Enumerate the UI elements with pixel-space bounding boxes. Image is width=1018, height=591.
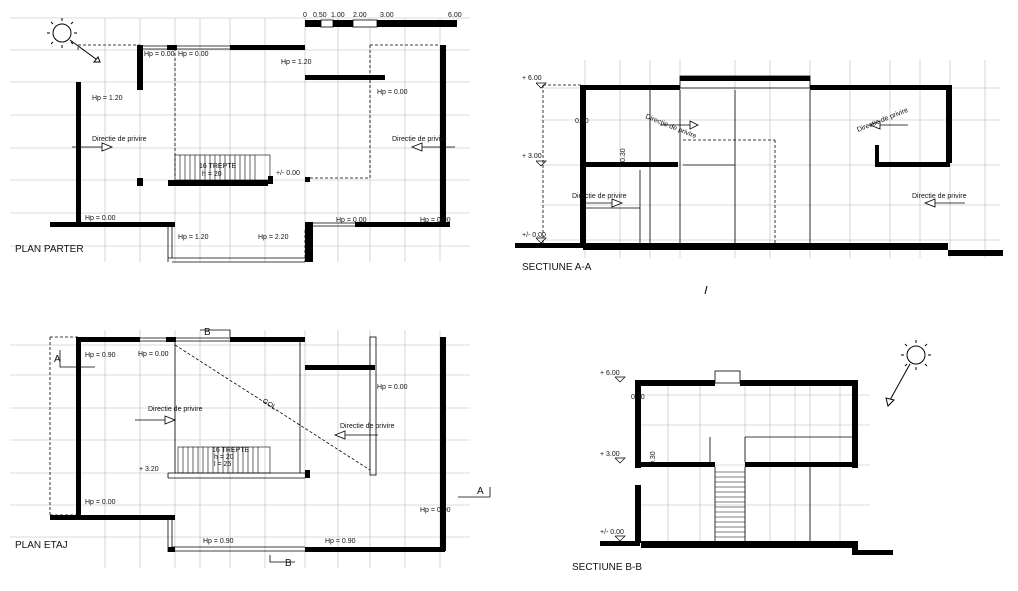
view-dir-ground-left: Directie de privire bbox=[92, 136, 147, 143]
upper-floor-plan: Hp = 0.90 Hp = 0.00 Hp = 0.00 Hp = 0.00 … bbox=[15, 327, 491, 569]
hp-label-ground-7: Hp = 1.20 bbox=[178, 234, 209, 241]
stairs-length-upper: l = 25 bbox=[214, 461, 231, 468]
dim-bb-1: 0.30 bbox=[631, 394, 645, 401]
hp-label-ground-3: Hp = 1.20 bbox=[92, 95, 123, 102]
void-label: GOL bbox=[261, 398, 277, 412]
scale-300: 3.00 bbox=[380, 12, 394, 19]
scale-0: 0 bbox=[303, 12, 307, 19]
stairs-height-upper: h = 20 bbox=[214, 454, 234, 461]
grid-upper-plan bbox=[10, 330, 470, 568]
section-aa-title: SECTIUNE A-A bbox=[522, 262, 592, 273]
view-dir-aa-right: Directie de privire bbox=[912, 193, 967, 200]
scale-100: 1.00 bbox=[331, 12, 345, 19]
hp-label-ground-9: Hp = 0.00 bbox=[336, 217, 367, 224]
hp-label-ground-2: Hp = 0.00 bbox=[178, 51, 209, 58]
level-bb-mid: + 3.00 bbox=[600, 451, 620, 458]
scale-600: 6.00 bbox=[448, 12, 462, 19]
hp-label-ground-6: Hp = 0.00 bbox=[85, 215, 116, 222]
scale-050: 0.50 bbox=[313, 12, 327, 19]
level-bb-bottom: +/- 0.00 bbox=[600, 529, 624, 536]
hp-label-ground-1: Hp = 0.00 bbox=[144, 51, 175, 58]
level-upper: + 3.20 bbox=[139, 466, 159, 473]
view-dir-aa-left: Directie de privire bbox=[572, 193, 627, 200]
hp-label-ground-4: Hp = 1.20 bbox=[281, 59, 312, 66]
upper-plan-title: PLAN ETAJ bbox=[15, 540, 68, 551]
scale-bar: 0 0.50 1.00 2.00 3.00 6.00 bbox=[303, 12, 462, 28]
level-aa-top: + 6.00 bbox=[522, 75, 542, 82]
hp-label-upper-7: Hp = 0.90 bbox=[325, 538, 356, 545]
view-dir-aa-mid-right: Directie de privire bbox=[856, 107, 909, 134]
stairs-label-ground: 16 TREPTE bbox=[199, 163, 237, 170]
dim-aa-2: 0.30 bbox=[620, 148, 627, 162]
ground-floor-plan: Hp = 0.00 Hp = 0.00 Hp = 1.20 Hp = 1.20 … bbox=[15, 44, 455, 263]
hp-label-ground-10: Hp = 0.00 bbox=[420, 217, 451, 224]
hp-label-ground-8: Hp = 2.20 bbox=[258, 234, 289, 241]
section-marker-b-bottom: B bbox=[285, 558, 292, 569]
level-aa-mid: + 3.00 bbox=[522, 153, 542, 160]
level-aa-bottom: +/- 0.00 bbox=[522, 232, 546, 239]
hp-label-upper-5: Hp = 0.00 bbox=[420, 507, 451, 514]
section-marker-a-right: A bbox=[477, 486, 484, 497]
hp-label-ground-5: Hp = 0.00 bbox=[377, 89, 408, 96]
dim-aa-1: 0.30 bbox=[575, 118, 589, 125]
section-marker-b-top: B bbox=[204, 327, 211, 338]
hp-label-upper-3: Hp = 0.00 bbox=[377, 384, 408, 391]
stray-mark bbox=[704, 285, 708, 295]
section-bb-title: SECTIUNE B-B bbox=[572, 562, 642, 573]
stairs-height-ground: h = 20 bbox=[202, 171, 222, 178]
section-bb: + 6.00 + 3.00 +/- 0.00 0.30 0.30 SECTIUN… bbox=[572, 370, 893, 573]
sun-icon bbox=[47, 18, 101, 63]
dim-bb-2: 0.30 bbox=[650, 451, 657, 465]
ground-plan-title: PLAN PARTER bbox=[15, 244, 84, 255]
view-dir-upper-left: Directie de privire bbox=[148, 406, 203, 413]
hp-label-upper-2: Hp = 0.00 bbox=[138, 351, 169, 358]
sun-icon-section-bb bbox=[885, 340, 931, 407]
section-marker-a-left: A bbox=[54, 354, 61, 365]
hp-label-upper-1: Hp = 0.90 bbox=[85, 352, 116, 359]
scale-200: 2.00 bbox=[353, 12, 367, 19]
level-bb-top: + 6.00 bbox=[600, 370, 620, 377]
view-dir-aa-mid-left: Directie de privire bbox=[644, 113, 697, 140]
view-dir-upper-right: Directie de privire bbox=[340, 423, 395, 430]
hp-label-upper-6: Hp = 0.90 bbox=[203, 538, 234, 545]
stairs-label-upper: 16 TREPTE bbox=[212, 447, 250, 454]
section-aa: + 6.00 + 3.00 +/- 0.00 0.30 0.30 Directi… bbox=[515, 75, 1003, 273]
level-ground: +/- 0.00 bbox=[276, 170, 300, 177]
view-dir-ground-right: Directie de privire bbox=[392, 136, 447, 143]
hp-label-upper-4: Hp = 0.00 bbox=[85, 499, 116, 506]
